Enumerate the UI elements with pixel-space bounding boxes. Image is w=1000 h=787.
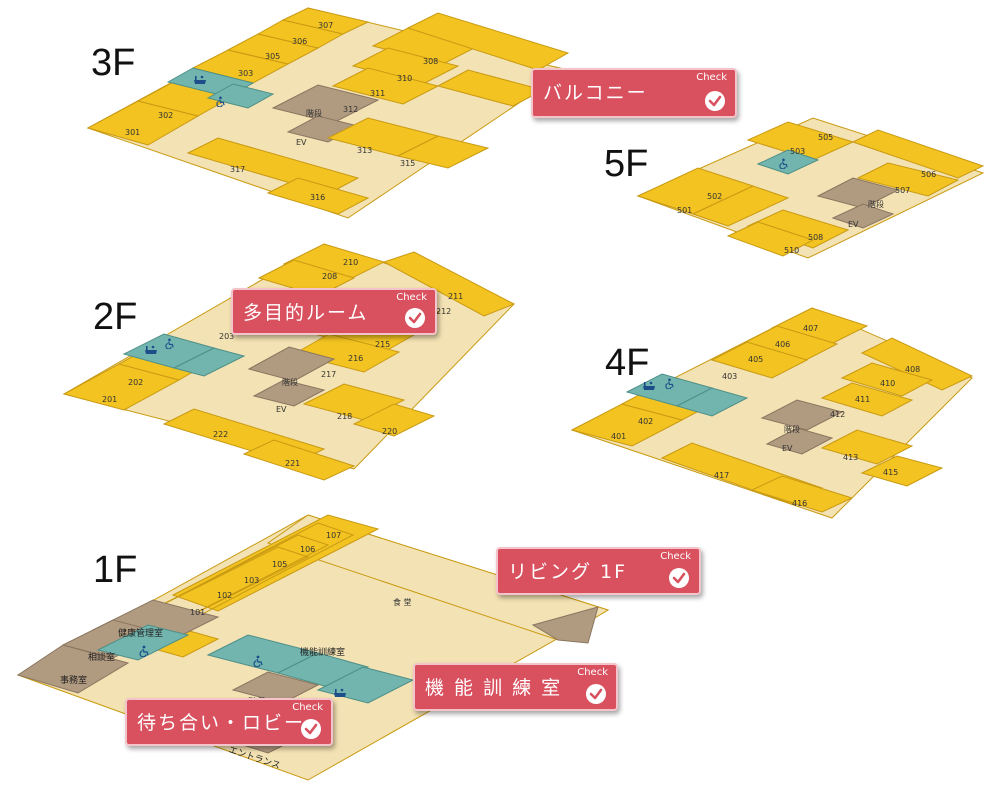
room-number: 405	[748, 355, 763, 364]
room-number: 412	[830, 410, 845, 419]
room-number: 508	[808, 233, 823, 242]
room-number: 415	[883, 468, 898, 477]
room-number: 306	[292, 37, 307, 46]
balcony-check-button[interactable]: バルコニー Check	[531, 68, 737, 118]
multipurpose-room-check-button[interactable]: 多目的ルーム Check	[231, 288, 437, 335]
room-number: 303	[238, 69, 253, 78]
check-label: Check	[696, 72, 727, 83]
room-number: 302	[158, 111, 173, 120]
room-number: 307	[318, 21, 333, 30]
badge-label: 多目的ルーム	[243, 302, 369, 324]
room-number: 401	[611, 432, 626, 441]
badge-label: バルコニー	[543, 82, 648, 104]
room-number: 505	[818, 133, 833, 142]
office-label: 事務室	[60, 674, 87, 686]
room-number: 107	[326, 531, 341, 540]
room-number: 102	[217, 591, 232, 600]
stairs-label: 階段	[784, 424, 800, 434]
elevator-label: EV	[782, 444, 793, 453]
room-number: 105	[272, 560, 287, 569]
training-room-map-label: 機能訓練室	[300, 646, 345, 658]
elevator-label: EV	[848, 220, 859, 229]
room-number: 403	[722, 372, 737, 381]
room-number: 308	[423, 57, 438, 66]
room-number: 313	[357, 146, 372, 155]
elevator-label: EV	[276, 405, 287, 414]
room-number: 317	[230, 165, 245, 174]
check-icon	[301, 719, 321, 739]
room-number: 211	[448, 292, 463, 301]
room-number: 215	[375, 340, 390, 349]
floor-5f	[636, 117, 985, 259]
room-number: 220	[382, 427, 397, 436]
room-number: 210	[343, 258, 358, 267]
floor-2f	[62, 243, 516, 481]
room-number: 203	[219, 332, 234, 341]
room-number: 501	[677, 206, 692, 215]
badge-label: 機 能 訓 練 室	[425, 677, 563, 699]
room-number: 402	[638, 417, 653, 426]
elevator-label: EV	[296, 138, 307, 147]
room-number: 416	[792, 499, 807, 508]
floor-3f	[86, 7, 570, 219]
room-number: 208	[322, 272, 337, 281]
check-icon	[405, 308, 425, 328]
stairs-label: 階段	[282, 377, 298, 387]
room-number: 410	[880, 379, 895, 388]
living-1f-check-button[interactable]: リビング 1F Check	[496, 547, 701, 595]
check-icon	[705, 91, 725, 111]
room-number: 103	[244, 576, 259, 585]
room-number: 202	[128, 378, 143, 387]
room-number: 217	[321, 370, 336, 379]
room-number: 101	[190, 608, 205, 617]
floor-label-1f: 1F	[93, 549, 138, 591]
check-label: Check	[292, 702, 323, 713]
room-number: 407	[803, 324, 818, 333]
room-number: 305	[265, 52, 280, 61]
floor-label-2f: 2F	[93, 296, 138, 338]
room-number: 310	[397, 74, 412, 83]
badge-label: リビング 1F	[508, 561, 628, 583]
check-icon	[586, 684, 606, 704]
room-number: 507	[895, 186, 910, 195]
floor-label-3f: 3F	[91, 42, 136, 84]
check-label: Check	[660, 551, 691, 562]
room-number: 312	[343, 105, 358, 114]
room-number: 218	[337, 412, 352, 421]
room-number: 212	[436, 307, 451, 316]
dining-room-label: 食 堂	[393, 597, 412, 607]
badge-label: 待ち合い・ロビー	[137, 712, 306, 734]
room-number: 216	[348, 354, 363, 363]
check-label: Check	[577, 667, 608, 678]
room-number: 506	[921, 170, 936, 179]
floor-label-4f: 4F	[605, 342, 650, 384]
room-number: 316	[310, 193, 325, 202]
consult-room-label: 相談室	[88, 651, 115, 663]
room-number: 406	[775, 340, 790, 349]
check-label: Check	[396, 292, 427, 303]
room-number: 315	[400, 159, 415, 168]
room-number: 311	[370, 89, 385, 98]
room-number: 417	[714, 471, 729, 480]
room-number: 408	[905, 365, 920, 374]
stairs-label: 階段	[868, 199, 884, 209]
floor-label-5f: 5F	[604, 143, 649, 185]
check-icon	[669, 568, 689, 588]
room-number: 502	[707, 192, 722, 201]
waiting-lobby-check-button[interactable]: 待ち合い・ロビー Check	[125, 698, 333, 746]
room-number: 222	[213, 430, 228, 439]
stairs-label: 階段	[306, 108, 322, 118]
floor-4f	[570, 307, 974, 519]
room-number: 221	[285, 459, 300, 468]
training-room-check-button[interactable]: 機 能 訓 練 室 Check	[413, 663, 618, 711]
room-number: 301	[125, 128, 140, 137]
room-number: 413	[843, 453, 858, 462]
health-room-label: 健康管理室	[118, 627, 163, 639]
room-number: 510	[784, 246, 799, 255]
room-number: 503	[790, 147, 805, 156]
room-number: 106	[300, 545, 315, 554]
room-number: 411	[855, 395, 870, 404]
room-number: 201	[102, 395, 117, 404]
